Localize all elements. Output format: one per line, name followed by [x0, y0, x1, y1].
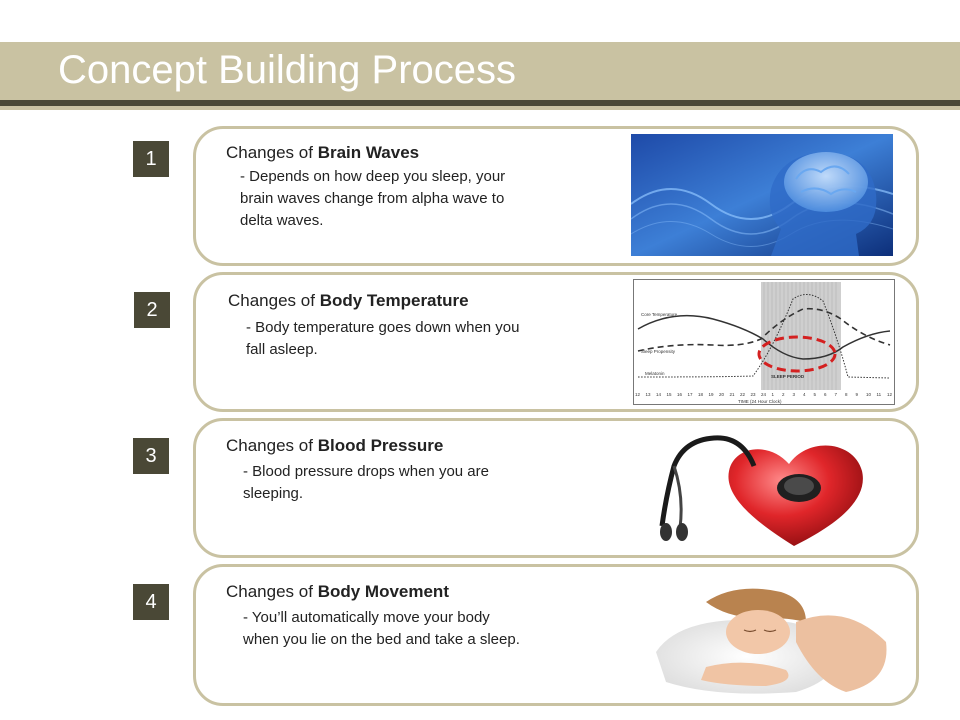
- step-number-2: 2: [134, 292, 170, 328]
- x-tick-label: 14: [656, 392, 662, 397]
- card-description: - You’ll automatically move your body wh…: [243, 609, 520, 648]
- card-heading: Changes of Body Movement: [226, 582, 449, 601]
- x-tick-label: 9: [856, 392, 859, 397]
- card-body-movement: Changes of Body Movement - You’ll automa…: [193, 564, 919, 706]
- x-tick-label: 20: [719, 392, 725, 397]
- svg-text:SLEEP PERIOD: SLEEP PERIOD: [771, 374, 805, 379]
- card-description: - Blood pressure drops when you are slee…: [243, 463, 489, 502]
- x-tick-label: 18: [698, 392, 704, 397]
- x-tick-label: 10: [866, 392, 872, 397]
- card-description: - Body temperature goes down when you fa…: [246, 319, 520, 358]
- card-description: - Depends on how deep you sleep, your br…: [240, 168, 506, 229]
- hand: [701, 662, 789, 686]
- core-temperature-line: [637, 314, 891, 360]
- x-tick-label: 3: [793, 392, 796, 397]
- x-tick-label: 13: [646, 392, 652, 397]
- x-tick-label: 24: [761, 392, 767, 397]
- title-band: [0, 42, 960, 100]
- card-heading: Changes of Blood Pressure: [226, 436, 444, 455]
- title-underline-light: [0, 106, 960, 110]
- sleeping-woman-image: [656, 588, 887, 694]
- pillow: [656, 619, 838, 694]
- x-tick-label: 12: [887, 392, 893, 397]
- stethoscope-heart-image: [659, 435, 863, 546]
- card-heading: Changes of Brain Waves: [226, 143, 420, 162]
- title-underline: [0, 100, 960, 106]
- x-tick-label: 17: [688, 392, 694, 397]
- shoulder: [796, 615, 887, 692]
- step-number-1: 1: [133, 141, 169, 177]
- svg-text:Sleep Propensity: Sleep Propensity: [641, 349, 676, 354]
- card-blood-pressure: Changes of Blood Pressure - Blood pressu…: [193, 418, 919, 558]
- x-tick-label: 4: [803, 392, 806, 397]
- svg-text:TIME (24 Hour Clock): TIME (24 Hour Clock): [738, 399, 782, 404]
- slide-title: Concept Building Process: [58, 48, 517, 92]
- face: [726, 610, 790, 654]
- highlight-circle: [757, 335, 837, 373]
- x-tick-label: 6: [824, 392, 827, 397]
- x-tick-label: 11: [877, 392, 882, 397]
- card-heading: Changes of Body Temperature: [228, 291, 469, 310]
- sleep-period-band: [761, 282, 841, 390]
- step-number-3: 3: [133, 438, 169, 474]
- x-tick-label: 19: [709, 392, 715, 397]
- x-tick-label: 8: [845, 392, 848, 397]
- svg-text:Melatonin: Melatonin: [645, 371, 665, 376]
- melatonin-line: [637, 294, 891, 379]
- sleep-propensity-line: [637, 307, 891, 352]
- svg-text:Core Temperature: Core Temperature: [641, 312, 678, 317]
- step-number-4: 4: [133, 584, 169, 620]
- x-tick-label: 1: [772, 392, 775, 397]
- x-tick-label: 21: [730, 392, 736, 397]
- brain-wave-image: [631, 134, 893, 256]
- hair: [706, 588, 806, 622]
- x-tick-label: 7: [835, 392, 838, 397]
- x-tick-label: 23: [751, 392, 757, 397]
- x-tick-label: 22: [740, 392, 746, 397]
- card-body-temperature: Changes of Body Temperature - Body tempe…: [193, 272, 919, 412]
- x-tick-label: 5: [814, 392, 817, 397]
- x-tick-label: 15: [667, 392, 673, 397]
- card-brain-waves: Changes of Brain Waves - Depends on how …: [193, 126, 919, 266]
- stethoscope-tube: [659, 435, 757, 527]
- x-tick-label: 12: [635, 392, 641, 397]
- x-tick-label: 16: [677, 392, 683, 397]
- x-tick-label: 2: [782, 392, 785, 397]
- body-temperature-chart: Core Temperature Sleep Propensity Melato…: [633, 279, 895, 405]
